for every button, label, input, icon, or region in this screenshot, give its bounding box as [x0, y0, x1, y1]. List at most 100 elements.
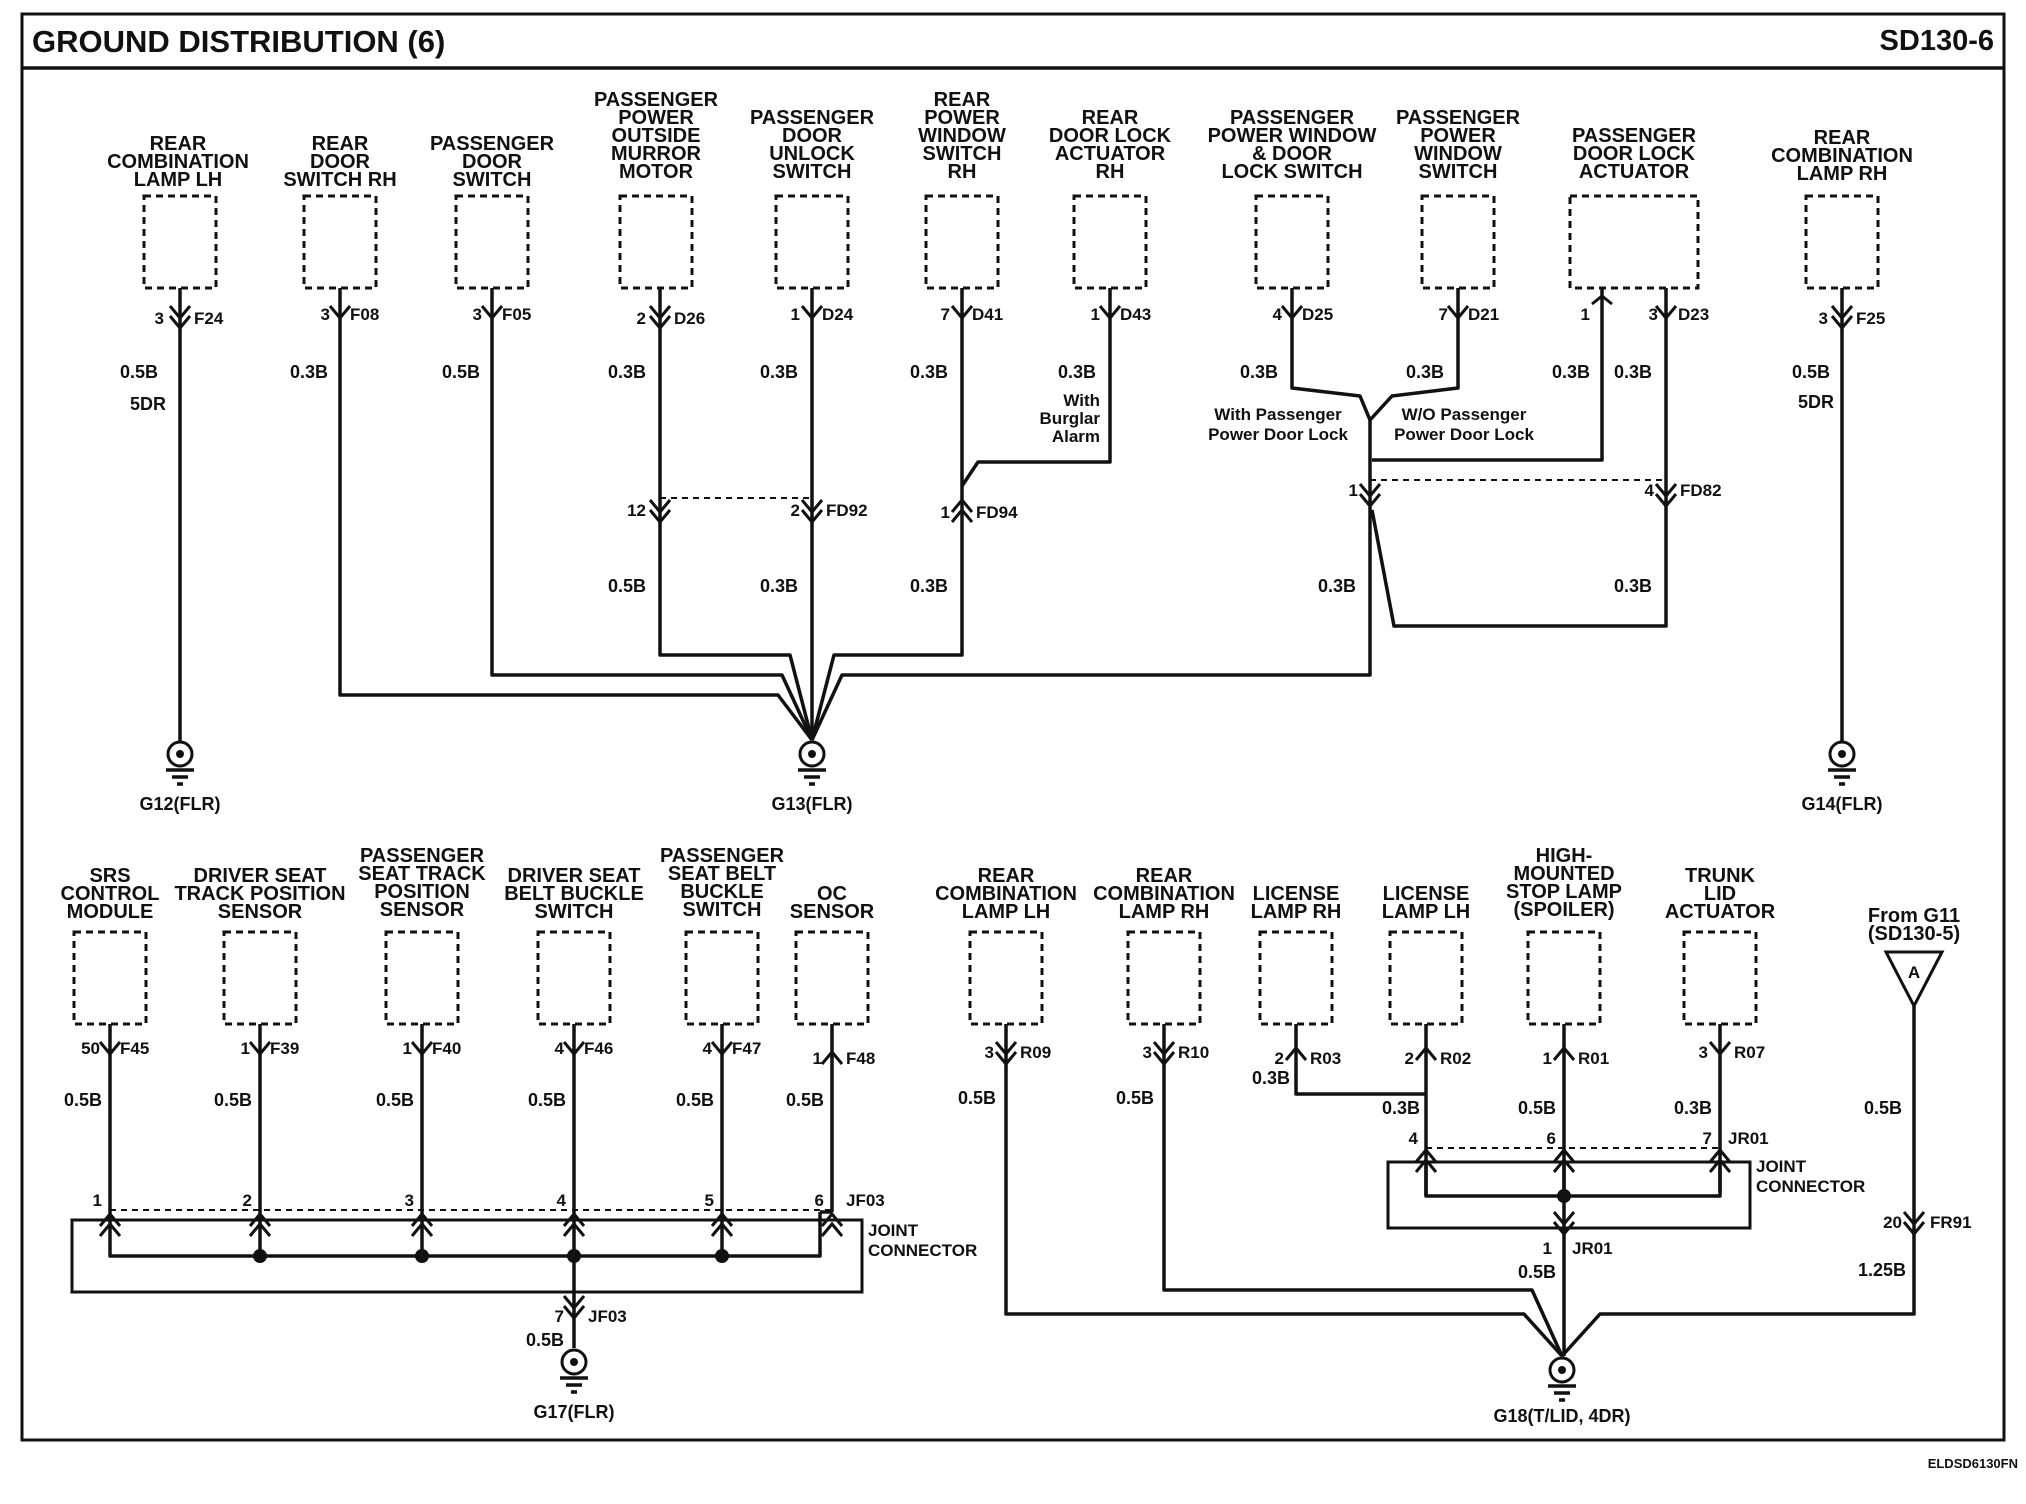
component-label-rear-door-lock-actuator-rh: REAR DOOR LOCK ACTUATOR RH — [1049, 107, 1172, 183]
svg-text:CONTROL: CONTROL — [61, 883, 160, 905]
component-box-high-mounted-stop-lamp[interactable] — [1526, 930, 1602, 1026]
component-box-srs-control-module[interactable] — [72, 930, 148, 1026]
svg-text:FR91: FR91 — [1930, 1213, 1972, 1232]
svg-text:DOOR LOCK: DOOR LOCK — [1573, 143, 1696, 165]
svg-text:From G11: From G11 — [1868, 905, 1960, 927]
svg-text:0.5B: 0.5B — [64, 1090, 102, 1110]
component-box-trunk-lid-actuator[interactable] — [1682, 930, 1758, 1026]
splice-dot — [1557, 1189, 1571, 1203]
component-box-rear-combination-lamp-rh[interactable] — [1804, 194, 1880, 290]
svg-text:POWER WINDOW: POWER WINDOW — [1208, 125, 1377, 147]
svg-text:G12(FLR): G12(FLR) — [140, 794, 221, 814]
svg-text:Alarm: Alarm — [1052, 427, 1100, 446]
svg-text:0.5B: 0.5B — [376, 1090, 414, 1110]
splice-dot — [415, 1249, 429, 1263]
svg-text:PASSENGER: PASSENGER — [1230, 107, 1355, 129]
svg-text:JOINT: JOINT — [1756, 1157, 1807, 1176]
svg-text:REAR: REAR — [978, 865, 1035, 887]
splice-dot — [715, 1249, 729, 1263]
component-box-passenger-door-lock-actuator[interactable] — [1568, 194, 1700, 290]
svg-text:DOOR: DOOR — [462, 151, 523, 173]
svg-text:12: 12 — [627, 501, 646, 520]
svg-text:(SD130-5): (SD130-5) — [1868, 923, 1960, 945]
component-box-rear-combination-lamp-lh[interactable] — [142, 194, 218, 290]
component-box-rear-door-lock-actuator-rh[interactable] — [1072, 194, 1148, 290]
from-g11-wire — [1560, 1006, 1916, 1358]
svg-text:FD82: FD82 — [1680, 481, 1722, 500]
svg-text:SENSOR: SENSOR — [380, 899, 465, 921]
svg-text:3: 3 — [1699, 1043, 1708, 1062]
component-label-rear-combination-lamp-rh: REAR COMBINATION LAMP RH — [1771, 127, 1913, 185]
component-box-driver-seat-belt-buckle-switch[interactable] — [536, 930, 612, 1026]
svg-text:JF03: JF03 — [846, 1191, 885, 1210]
svg-text:20: 20 — [1883, 1213, 1902, 1232]
svg-text:DRIVER SEAT: DRIVER SEAT — [508, 865, 641, 887]
component-box-rear-combination-lamp-rh-trunk[interactable] — [1126, 930, 1202, 1026]
ground-g12: G12(FLR) — [140, 740, 221, 814]
svg-text:7: 7 — [555, 1307, 564, 1326]
svg-text:JF03: JF03 — [588, 1307, 627, 1326]
svg-text:LAMP LH: LAMP LH — [134, 169, 223, 191]
component-box-rear-door-switch-rh[interactable] — [302, 194, 378, 290]
component-box-passenger-door-switch[interactable] — [454, 194, 530, 290]
component-box-license-lamp-lh[interactable] — [1388, 930, 1464, 1026]
svg-text:LAMP RH: LAMP RH — [1797, 163, 1888, 185]
svg-text:D43: D43 — [1120, 305, 1151, 324]
svg-text:1: 1 — [1581, 305, 1590, 324]
svg-text:0.3B: 0.3B — [760, 362, 798, 382]
diagram-frame — [20, 12, 2006, 1442]
svg-text:LAMP RH: LAMP RH — [1251, 901, 1342, 923]
component-box-passenger-power-window-door-lock-switch[interactable] — [1254, 194, 1330, 290]
svg-text:FD94: FD94 — [976, 503, 1018, 522]
svg-text:& DOOR: & DOOR — [1252, 143, 1333, 165]
svg-text:0.5B: 0.5B — [120, 362, 158, 382]
component-box-license-lamp-rh[interactable] — [1258, 930, 1334, 1026]
svg-text:JR01: JR01 — [1572, 1239, 1613, 1258]
svg-text:OC: OC — [817, 883, 847, 905]
svg-text:3: 3 — [473, 305, 482, 324]
terminal-marks-bottom-left — [98, 1041, 844, 1321]
svg-text:0.3B: 0.3B — [1252, 1068, 1290, 1088]
joint-connector-jf03 — [70, 1218, 864, 1294]
component-box-driver-seat-track-position-sensor[interactable] — [222, 930, 298, 1026]
intermediate-connector-labels-top: 12 2 FD92 1 FD94 1 4 FD82 — [627, 481, 1722, 522]
component-box-passenger-door-unlock-switch[interactable] — [774, 194, 850, 290]
svg-text:0.3B: 0.3B — [1058, 362, 1096, 382]
svg-text:G17(FLR): G17(FLR) — [534, 1402, 615, 1422]
svg-text:D25: D25 — [1302, 305, 1333, 324]
svg-text:REAR: REAR — [312, 133, 369, 155]
component-label-rear-combination-lamp-rh-trunk: REAR COMBINATION LAMP RH — [1093, 865, 1235, 923]
svg-text:POWER: POWER — [618, 107, 694, 129]
svg-text:LAMP RH: LAMP RH — [1119, 901, 1210, 923]
svg-text:0.5B: 0.5B — [1518, 1098, 1556, 1118]
svg-text:0.3B: 0.3B — [290, 362, 328, 382]
svg-text:HIGH-: HIGH- — [1536, 845, 1593, 867]
component-box-rear-power-window-switch-rh[interactable] — [924, 194, 1000, 290]
svg-text:D21: D21 — [1468, 305, 1499, 324]
note-without-power-door-lock: W/O Passenger Power Door Lock — [1394, 405, 1534, 444]
svg-text:1: 1 — [93, 1191, 102, 1210]
svg-text:5DR: 5DR — [1798, 392, 1834, 412]
svg-text:2: 2 — [1405, 1049, 1414, 1068]
svg-text:With: With — [1063, 391, 1100, 410]
svg-text:1.25B: 1.25B — [1858, 1260, 1906, 1280]
component-box-oc-sensor[interactable] — [794, 930, 870, 1026]
ground-g14: G14(FLR) — [1802, 740, 1883, 814]
component-box-passenger-seat-belt-buckle-switch[interactable] — [684, 930, 760, 1026]
svg-text:TRUNK: TRUNK — [1685, 865, 1756, 887]
svg-text:0.5B: 0.5B — [676, 1090, 714, 1110]
component-label-rear-combination-lamp-lh-trunk: REAR COMBINATION LAMP LH — [935, 865, 1077, 923]
svg-text:CONNECTOR: CONNECTOR — [1756, 1177, 1865, 1196]
wires-bottom-left — [108, 1024, 834, 1348]
component-box-passenger-power-window-switch[interactable] — [1420, 194, 1496, 290]
svg-text:STOP LAMP: STOP LAMP — [1506, 881, 1622, 903]
svg-text:COMBINATION: COMBINATION — [1771, 145, 1913, 167]
bottom-left-pin-labels: 50 F45 1 F39 1 F40 4 F46 4 F47 1 F48 1 2… — [81, 1039, 885, 1326]
svg-text:With Passenger: With Passenger — [1214, 405, 1342, 424]
from-g11-label: From G11 (SD130-5) — [1868, 905, 1960, 945]
svg-text:0.5B: 0.5B — [1792, 362, 1830, 382]
component-box-rear-combination-lamp-lh-trunk[interactable] — [968, 930, 1044, 1026]
component-box-passenger-power-outside-mirror-motor[interactable] — [618, 194, 694, 290]
component-box-passenger-seat-track-position-sensor[interactable] — [384, 930, 460, 1026]
svg-text:F45: F45 — [120, 1039, 149, 1058]
